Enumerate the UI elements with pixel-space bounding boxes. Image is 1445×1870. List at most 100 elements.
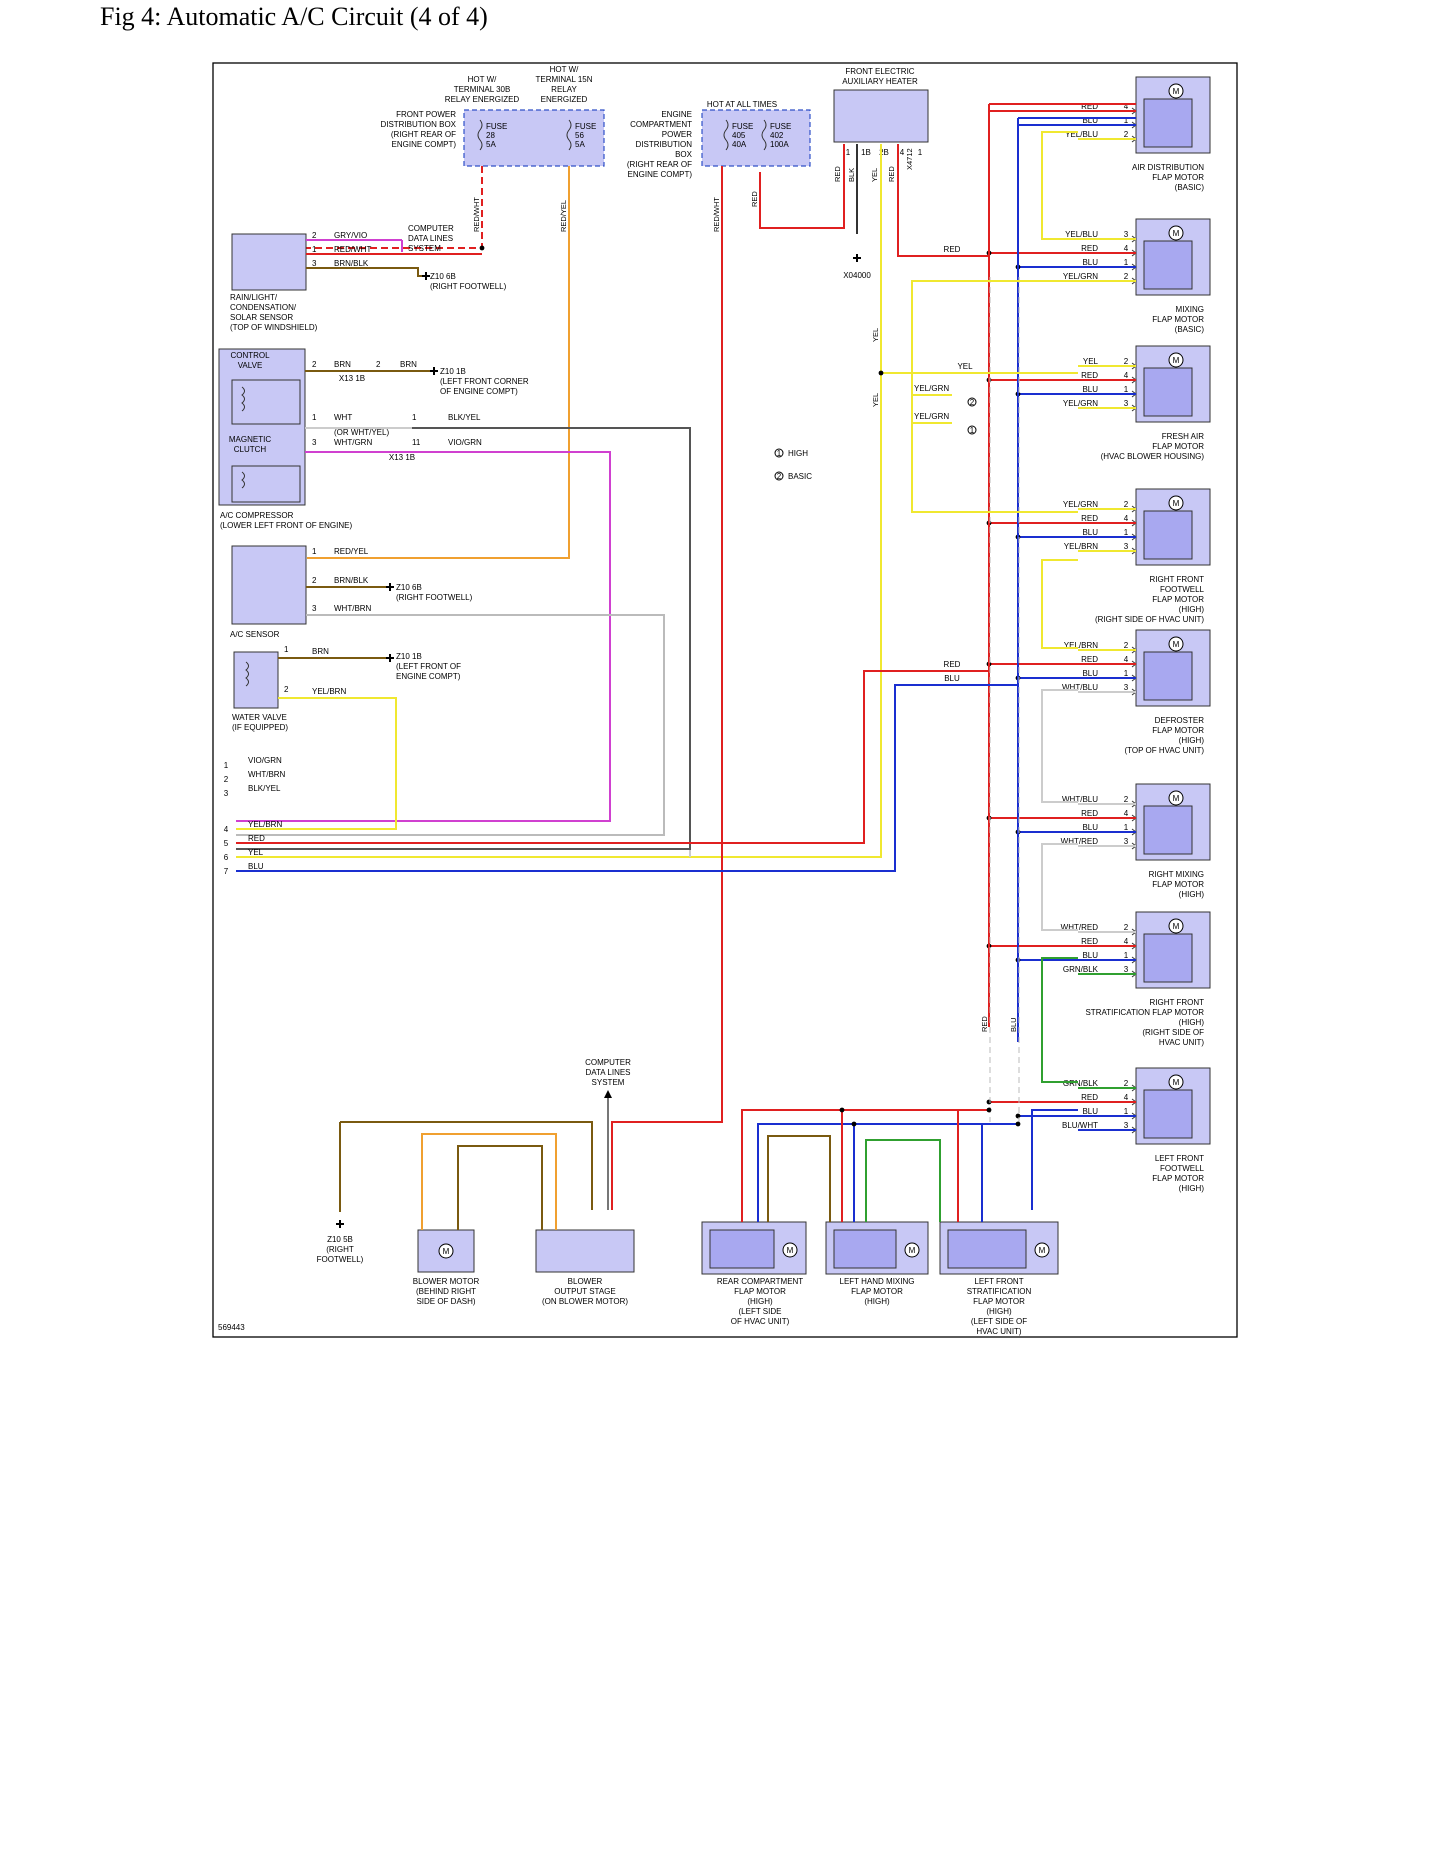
motor-housing: [1143, 1089, 1193, 1139]
ground-label: Z10 6B: [396, 583, 422, 592]
coil-icon: [241, 471, 245, 489]
fuse-label: 5A: [486, 140, 496, 149]
pin-number: 1: [846, 148, 851, 157]
wire-color-label: BLU: [1082, 951, 1098, 960]
wire-yel-blu: [1041, 131, 1078, 240]
ground-icon: [430, 367, 438, 375]
pin-number: 2: [1124, 641, 1129, 650]
ground-label: (RIGHT FOOTWELL): [396, 593, 473, 602]
pin-number: 1: [1124, 669, 1129, 678]
component-label: (LOWER LEFT FRONT OF ENGINE): [220, 521, 352, 530]
component-label: (BEHIND RIGHT: [416, 1287, 476, 1296]
fuse-label: 28: [486, 131, 495, 140]
wire-color-label: RED: [887, 166, 896, 182]
splice-dot: [851, 1121, 857, 1127]
wire-color-label: VIO/GRN: [248, 756, 282, 765]
box-label: ENGINE COMPT): [392, 140, 457, 149]
data-lines-label: SYSTEM: [408, 244, 441, 253]
motor-label: RIGHT MIXING: [1149, 870, 1204, 879]
wire-color-label: BLU: [248, 862, 264, 871]
wire-color-label: RED: [1081, 244, 1098, 253]
data-lines-label: DATA LINES: [585, 1068, 630, 1077]
pin-number: 3: [1124, 837, 1129, 846]
pin-number: 4: [1124, 937, 1129, 946]
motor-label: FRESH AIR: [1162, 432, 1204, 441]
component-label: LEFT FRONT: [974, 1277, 1023, 1286]
wire-yel-brn: [236, 697, 397, 830]
connector-label: X13 1B: [339, 374, 365, 383]
wire-wht-brn: [236, 614, 665, 836]
component-label: REAR COMPARTMENT: [717, 1277, 803, 1286]
motor-icon: M: [1173, 229, 1180, 238]
data-lines-label: SYSTEM: [592, 1078, 625, 1087]
pin-number: 1: [312, 413, 317, 422]
figure-title: Fig 4: Automatic A/C Circuit (4 of 4): [100, 2, 488, 31]
pin-number: 1B: [861, 148, 871, 157]
motor-icon: [1034, 1242, 1050, 1258]
ground-label: (LEFT FRONT OF: [396, 662, 461, 671]
wire-color-label: YEL/GRN: [914, 384, 949, 393]
heater-label: AUXILIARY HEATER: [842, 77, 918, 86]
fuse-label: 405: [732, 131, 746, 140]
wire-yel-bus: [236, 144, 882, 858]
engine-compartment-power-distribution-box: [701, 109, 811, 167]
legend-text: BASIC: [788, 472, 812, 481]
motor-housing: [1143, 240, 1193, 290]
component-label: WATER VALVE: [232, 713, 287, 722]
motor-label: FLAP MOTOR: [1152, 442, 1204, 451]
wire-color-label: WHT: [334, 413, 352, 422]
wire-color-label: GRN/BLK: [1063, 965, 1099, 974]
box-label: ENGINE: [661, 110, 692, 119]
pin-number: 3: [1124, 542, 1129, 551]
legend-number: 1: [777, 449, 782, 458]
pin-number: 2: [312, 360, 317, 369]
component-label: A/C SENSOR: [230, 630, 280, 639]
wire-color-label: YEL/GRN: [1063, 399, 1098, 408]
component-label: CLUTCH: [234, 445, 267, 454]
motor-housing: [1143, 98, 1193, 148]
sensor-label: (TOP OF WINDSHIELD): [230, 323, 318, 332]
wire-color-label: BRN: [400, 360, 417, 369]
pin-number: 2: [376, 360, 381, 369]
motor-housing: [833, 1229, 897, 1269]
component-label: FLAP MOTOR: [973, 1297, 1025, 1306]
ground-label: (RIGHT: [326, 1245, 354, 1254]
fuse-label: 402: [770, 131, 784, 140]
rain-light-solar-sensor: [231, 233, 307, 291]
pin-number: 2: [1124, 130, 1129, 139]
wire-color-label: BRN: [334, 360, 351, 369]
wire-color-label: YEL/BLU: [1065, 130, 1098, 139]
pin-number: 2B: [879, 148, 889, 157]
pin-number: 3: [1124, 965, 1129, 974]
motor-label: RIGHT FRONT: [1149, 998, 1204, 1007]
pin-number: 4: [1124, 809, 1129, 818]
motor-icon: [1168, 225, 1184, 241]
wire-color-label: RED: [1081, 371, 1098, 380]
pin-number: 4: [1124, 514, 1129, 523]
data-lines-label: COMPUTER: [408, 224, 454, 233]
wire-grn-wht: [865, 1139, 941, 1222]
box-label: BOX: [675, 150, 693, 159]
wire-color-label: BLU: [944, 674, 960, 683]
motor-label: (HIGH): [1179, 605, 1205, 614]
wire-color-label: RED: [944, 245, 961, 254]
wire-color-label: BLU: [1009, 1017, 1018, 1032]
box-label: FRONT POWER: [396, 110, 456, 119]
ground-label: (RIGHT FOOTWELL): [430, 282, 507, 291]
motor-icon: [904, 1242, 920, 1258]
wire-color-label: YEL/BRN: [1064, 542, 1098, 551]
wire-yel-brn: [1041, 559, 1078, 649]
option-number: 2: [970, 398, 975, 407]
wire-wht-blu: [1041, 689, 1078, 803]
box-label: COMPARTMENT: [630, 120, 692, 129]
wire-color-label: YEL/BRN: [248, 820, 282, 829]
ground-label: ENGINE COMPT): [396, 672, 461, 681]
motor-label: (HIGH): [1179, 890, 1205, 899]
component-label: FLAP MOTOR: [734, 1287, 786, 1296]
pin-number: 1: [284, 645, 289, 654]
coil-icon: [245, 661, 249, 687]
box-label: DISTRIBUTION BOX: [380, 120, 456, 129]
component-label: A/C COMPRESSOR: [220, 511, 294, 520]
wire-color-label: YEL: [1083, 357, 1099, 366]
motor-label: FOOTWELL: [1160, 1164, 1205, 1173]
